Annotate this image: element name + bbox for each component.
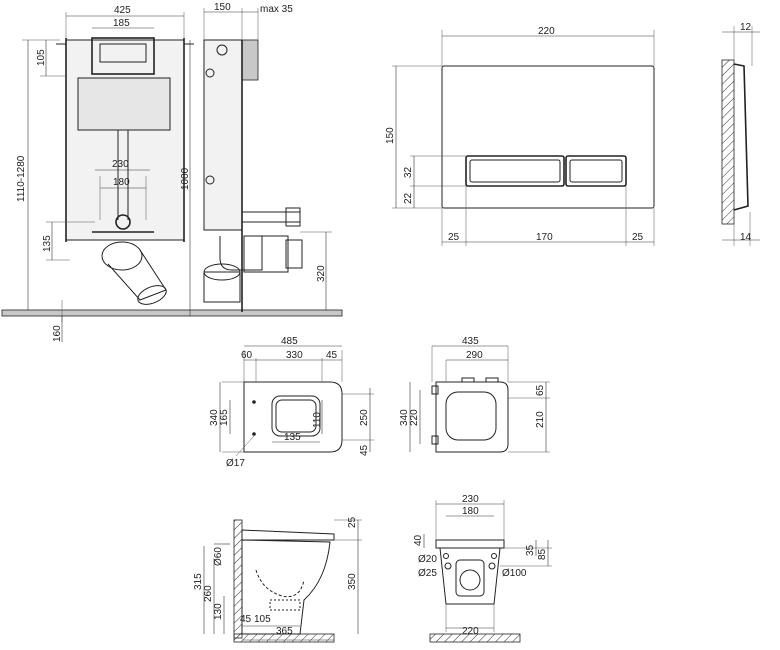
seat-top-view: 435 290 340 220 65 210 bbox=[399, 336, 550, 453]
dim-seat-full-width: 210 bbox=[535, 411, 546, 428]
dim-hole: Ø17 bbox=[226, 458, 245, 469]
dim-toilet-rear: 60 bbox=[241, 350, 253, 361]
dim-floor-depth: 160 bbox=[52, 325, 63, 342]
wall-hatch bbox=[721, 59, 735, 225]
dim-max-depth: max 35 bbox=[260, 4, 293, 15]
seat-opening bbox=[445, 391, 497, 441]
seat-lid bbox=[241, 529, 335, 541]
dim-height-mid: 260 bbox=[203, 585, 214, 602]
toilet-top-view: 485 60 330 45 340 165 250 45 135 110 Ø17 bbox=[209, 336, 374, 469]
dim-outlet-height: 135 bbox=[42, 235, 53, 252]
dim-hole-small: Ø20 bbox=[418, 554, 437, 565]
cistern-tank bbox=[77, 77, 171, 131]
flush-button-left bbox=[465, 155, 565, 187]
seat-outline bbox=[435, 381, 509, 453]
frame-side-view: 150 max 35 320 bbox=[203, 2, 332, 312]
dim-hole-mid: Ø25 bbox=[418, 568, 437, 579]
dim-side-a: 35 bbox=[525, 544, 536, 556]
dim-bracket-width: 185 bbox=[113, 18, 130, 29]
dim-toilet-length: 485 bbox=[281, 336, 298, 347]
dim-bowl-offset: 45 bbox=[359, 444, 370, 456]
dim-inner-width: 180 bbox=[462, 506, 479, 517]
dim-height-total: 315 bbox=[193, 573, 204, 590]
dim-floor-height: 320 bbox=[316, 265, 327, 282]
dim-bottom-offset: 22 bbox=[403, 192, 414, 204]
dim-pipe-dia: Ø60 bbox=[213, 547, 224, 566]
outlet-pipe bbox=[107, 249, 167, 301]
side-gear-icon bbox=[216, 44, 228, 56]
toilet-side-outline bbox=[241, 539, 331, 635]
outlet-ring bbox=[115, 214, 131, 230]
back-floor-hatch bbox=[429, 633, 521, 643]
back-top-rim bbox=[435, 539, 505, 549]
flush-plate-front: 220 150 32 22 25 170 25 bbox=[385, 26, 655, 246]
floor-line bbox=[1, 309, 343, 317]
outlet-hole bbox=[459, 569, 481, 591]
dim-seat-inner-width: 220 bbox=[409, 409, 420, 426]
dim-base-length: 365 bbox=[276, 626, 293, 637]
dim-hole-large: Ø100 bbox=[502, 568, 527, 579]
dim-opening-depth: 110 bbox=[312, 412, 323, 428]
flush-plate bbox=[441, 65, 655, 209]
hole-small-left bbox=[443, 553, 449, 559]
toilet-side-view: 25 350 315 260 130 Ø60 45 105 365 bbox=[193, 516, 362, 643]
dim-bottom-width: 220 bbox=[462, 626, 479, 637]
dim-toilet-width: 340 bbox=[209, 409, 220, 426]
flush-button-right bbox=[565, 155, 627, 187]
dim-inner-spacing: 180 bbox=[113, 177, 130, 188]
dim-height-1000: 1000 bbox=[180, 167, 191, 190]
dim-depth-top: 12 bbox=[740, 22, 752, 33]
frame-front-view: 425 185 105 1110-1280 230 180 135 1000 1… bbox=[1, 5, 343, 342]
dim-button-width: 170 bbox=[536, 232, 553, 243]
dim-base-b: 105 bbox=[254, 614, 271, 625]
dim-bowl-height: 350 bbox=[347, 573, 358, 590]
dim-plate-width: 220 bbox=[538, 26, 555, 37]
side-frame-body bbox=[203, 39, 243, 231]
dim-toilet-mid: 330 bbox=[286, 350, 303, 361]
frame-body bbox=[65, 39, 185, 241]
dim-bracket-spacing: 230 bbox=[112, 159, 129, 170]
dim-lid-thickness: 25 bbox=[347, 516, 358, 528]
dim-toilet-inner: 165 bbox=[219, 409, 230, 426]
dim-side-depth: 150 bbox=[214, 2, 231, 13]
dim-wall-range: 1110-1280 bbox=[16, 155, 27, 202]
bracket-inner bbox=[99, 43, 147, 63]
flush-plate-side: 12 14 bbox=[721, 22, 760, 246]
dim-base-a: 45 bbox=[240, 614, 252, 625]
dim-top-offset: 105 bbox=[36, 49, 47, 66]
dim-button-height: 32 bbox=[403, 166, 414, 178]
dim-seat-inner: 290 bbox=[466, 350, 483, 361]
outlet-elbow bbox=[101, 241, 143, 271]
dim-seat-hinge: 65 bbox=[535, 384, 546, 396]
side-wall-block bbox=[241, 39, 259, 81]
dim-height-low: 130 bbox=[213, 603, 224, 620]
top-bracket bbox=[91, 37, 155, 75]
dim-total-width: 425 bbox=[114, 5, 131, 16]
plate-profile bbox=[733, 63, 749, 211]
side-outlet-pipe bbox=[219, 236, 263, 271]
dim-right-margin: 25 bbox=[632, 232, 644, 243]
dim-depth-bottom: 14 bbox=[740, 232, 752, 243]
dim-opening: 135 bbox=[284, 432, 301, 443]
dim-top-h: 40 bbox=[413, 534, 424, 546]
dim-top-width: 230 bbox=[462, 494, 479, 505]
hole-small-right bbox=[491, 553, 497, 559]
toilet-bowl-opening bbox=[271, 395, 321, 437]
dim-bowl-width: 250 bbox=[359, 409, 370, 426]
dim-side-b: 85 bbox=[537, 548, 548, 560]
dim-left-margin: 25 bbox=[448, 232, 460, 243]
hole-mid-left bbox=[444, 562, 452, 570]
toilet-back-view: 230 180 40 Ø20 Ø25 Ø100 35 85 220 bbox=[413, 494, 552, 643]
dim-seat-length: 435 bbox=[462, 336, 479, 347]
dim-seat-width: 340 bbox=[399, 409, 410, 426]
dim-plate-height: 150 bbox=[385, 127, 396, 144]
hole-mid-right bbox=[488, 562, 496, 570]
dim-toilet-front: 45 bbox=[326, 350, 338, 361]
